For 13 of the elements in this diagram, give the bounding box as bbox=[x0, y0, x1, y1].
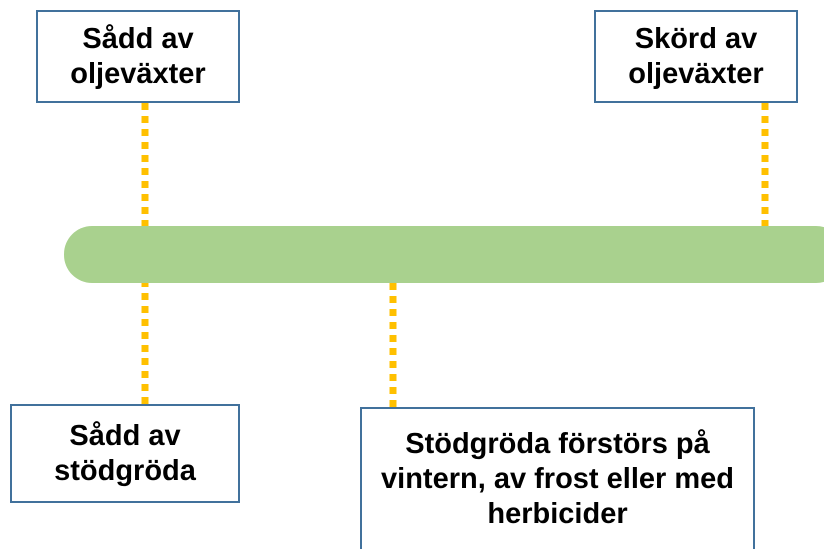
dotted-connector bbox=[762, 103, 768, 226]
box-label: Sådd av oljeväxter bbox=[69, 22, 207, 92]
dotted-connector bbox=[390, 283, 396, 407]
box-label: Stödgröda förstörs på vintern, av frost eller med herbicider bbox=[380, 426, 735, 532]
dotted-connector bbox=[142, 103, 148, 226]
timeline-bar bbox=[64, 226, 824, 283]
text-box bbox=[594, 10, 798, 103]
text-box bbox=[360, 407, 755, 549]
box-label: Sådd av stödgröda bbox=[53, 418, 197, 488]
text-box bbox=[10, 404, 240, 503]
box-label: Skörd av oljeväxter bbox=[627, 22, 765, 92]
text-box bbox=[36, 10, 240, 103]
dotted-connector bbox=[142, 283, 148, 404]
